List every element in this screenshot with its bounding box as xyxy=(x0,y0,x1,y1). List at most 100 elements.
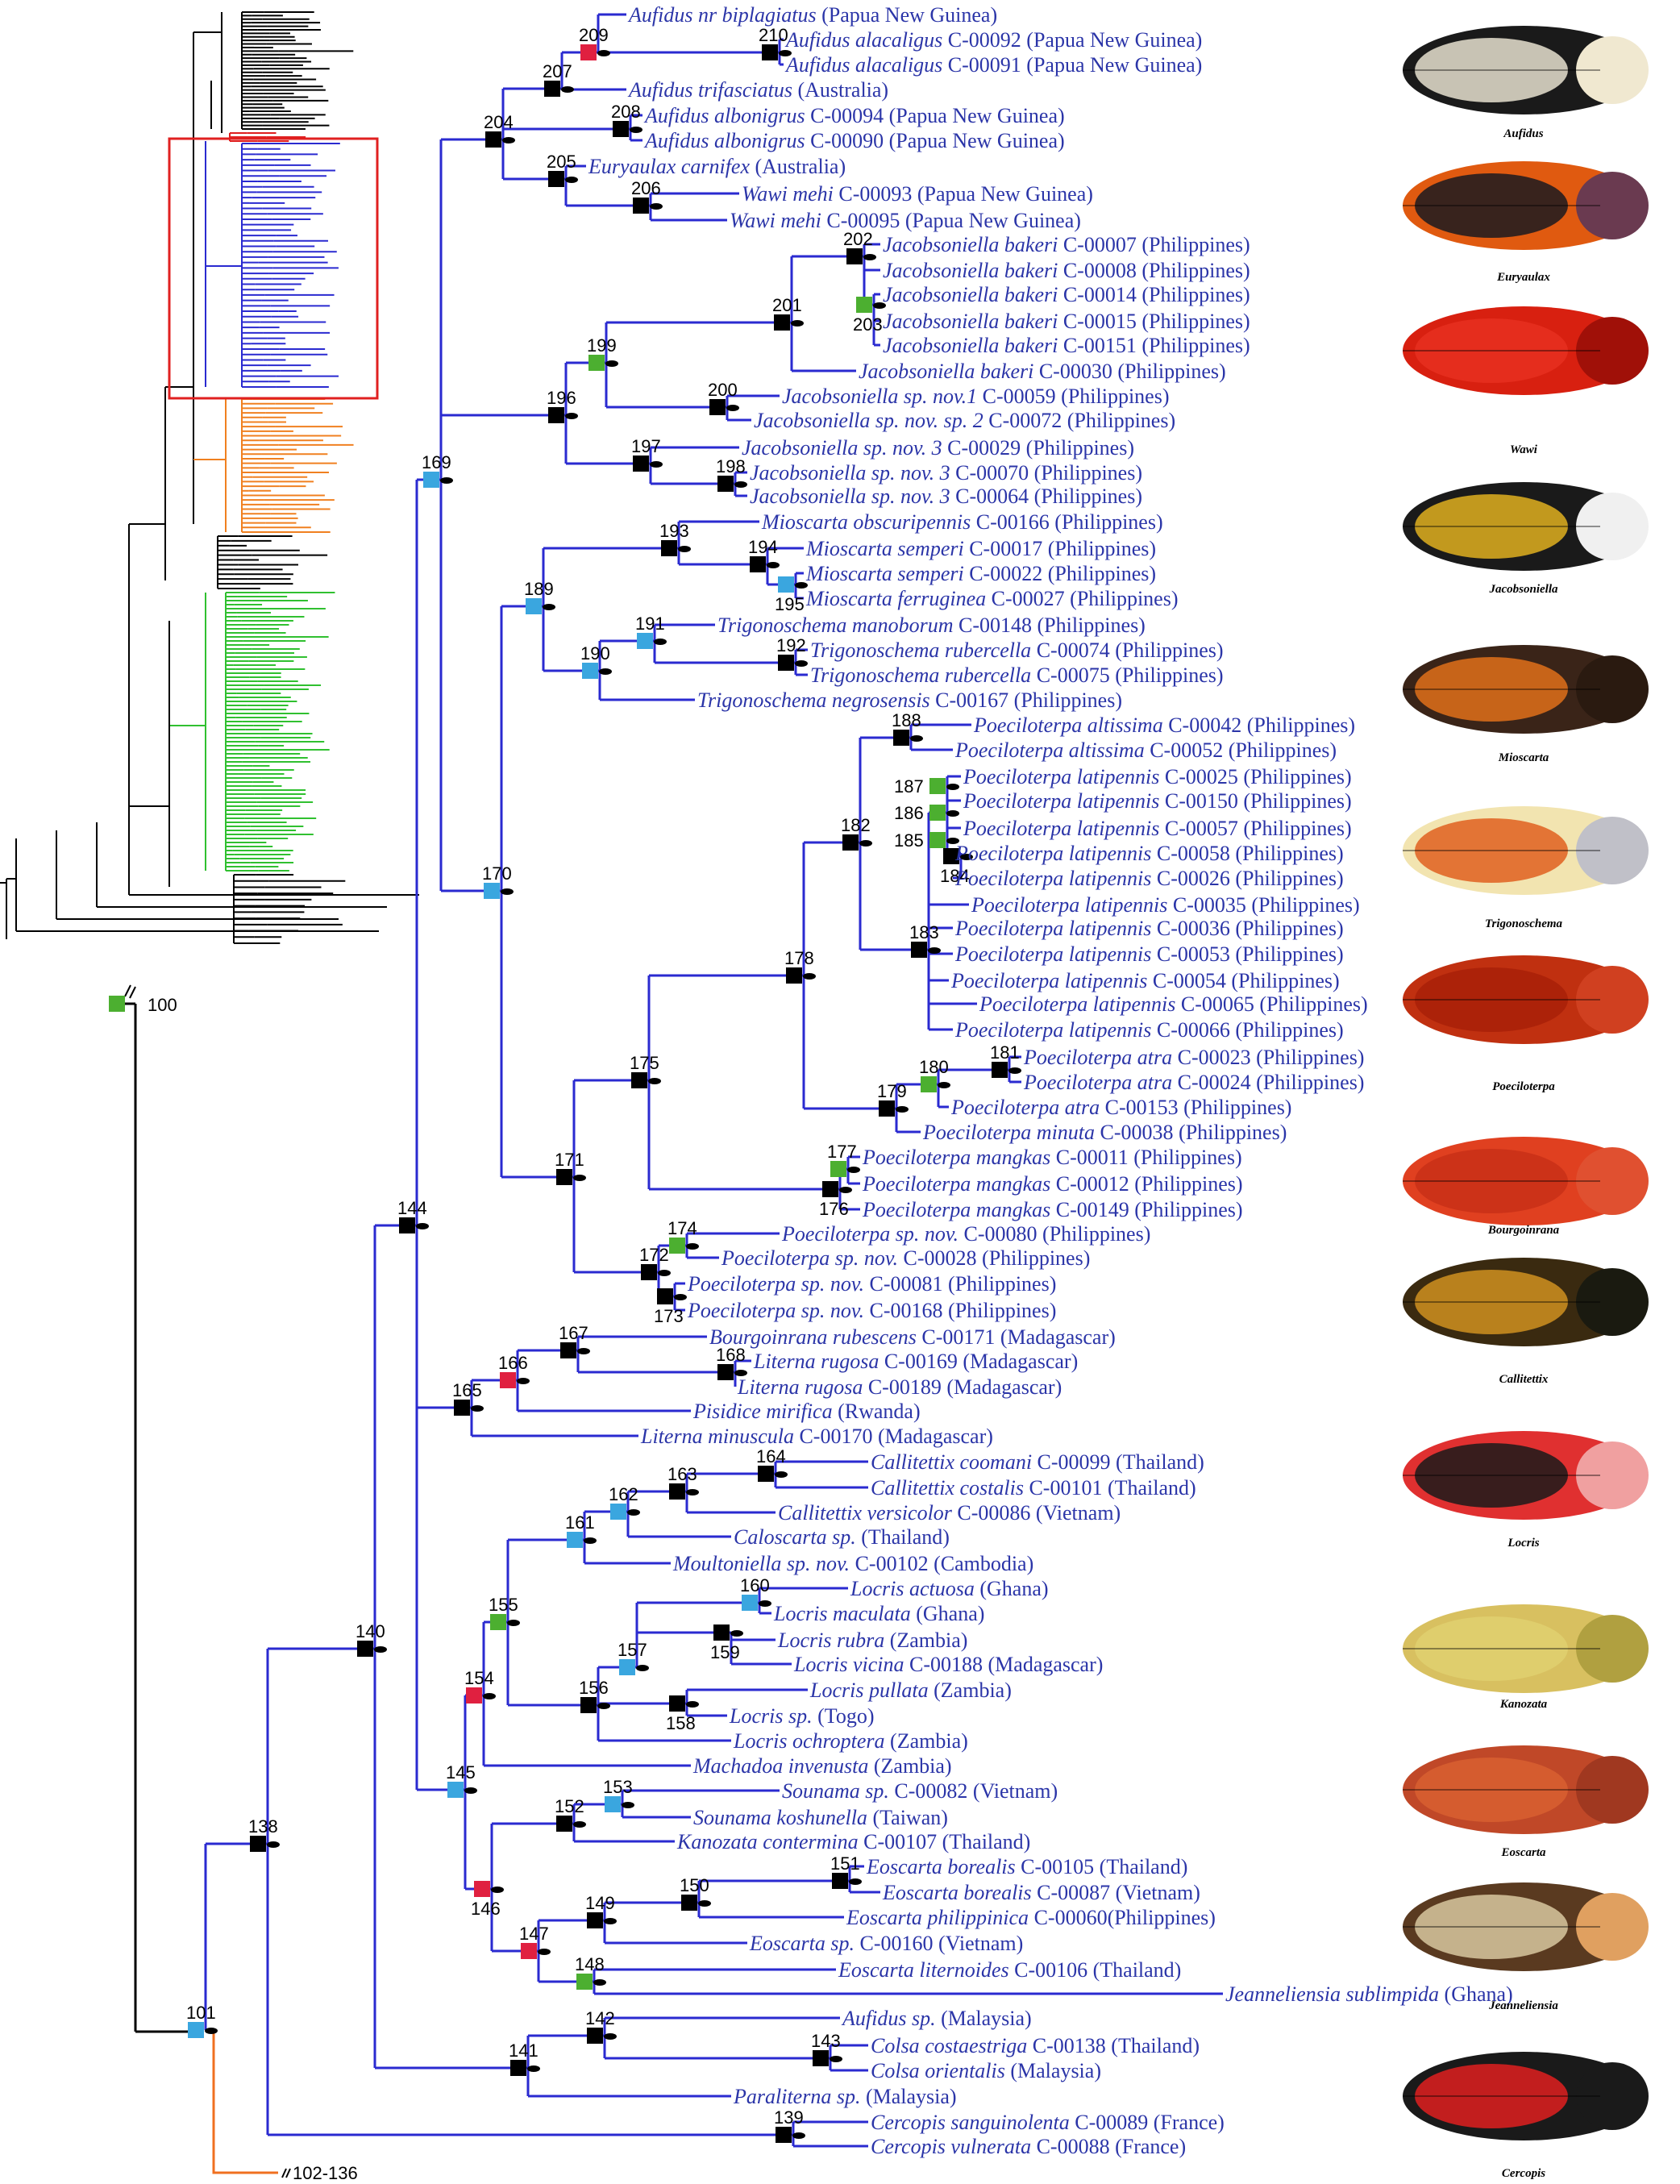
species-epithet: sp. nov. xyxy=(801,1272,864,1296)
node-dot xyxy=(791,320,804,327)
specimen-info: (Zambia) xyxy=(884,1629,967,1652)
specimen-info: (Malaysia) xyxy=(936,2007,1032,2030)
node-label: 163 xyxy=(667,1464,697,1484)
genus-name: Trigonoschema xyxy=(717,614,852,637)
specimen-info: (Australia) xyxy=(750,155,846,178)
photo-caption: Euryaulax xyxy=(1496,271,1550,284)
genus-name: Jacobsoniella xyxy=(742,436,863,460)
insect-wings xyxy=(1415,657,1568,722)
genus-name: Mioscarta xyxy=(761,510,853,534)
species-epithet: borealis xyxy=(963,1881,1031,1904)
specimen-info: C-00105 (Thailand) xyxy=(1016,1855,1188,1878)
species-epithet: vulnerata xyxy=(950,2135,1031,2158)
node-172: 172 xyxy=(639,1245,671,1280)
specimen-info: C-00024 (Philippines) xyxy=(1172,1071,1364,1094)
specimen-info: C-00090 (Papua New Guinea) xyxy=(805,129,1065,152)
specimen-info: (Papua New Guinea) xyxy=(817,3,998,27)
node-square xyxy=(879,1100,895,1117)
node-dot xyxy=(658,1270,671,1276)
species-epithet: maculata xyxy=(833,1602,911,1625)
taxon-label: Aufidus albonigrus C-00094 (Papua New Gu… xyxy=(643,104,1065,127)
species-epithet: sp. nov. xyxy=(787,1552,850,1575)
node-dot xyxy=(938,1082,950,1088)
node-162: 162 xyxy=(609,1484,640,1520)
node-144: 144 xyxy=(397,1198,429,1233)
specimen-info: C-00086 (Vietnam) xyxy=(952,1501,1121,1525)
node-square xyxy=(485,131,501,148)
node-square xyxy=(500,1372,516,1388)
specimen-info: C-00030 (Philippines) xyxy=(1033,360,1225,383)
genus-name: Jacobsoniella xyxy=(883,334,1004,357)
genus-name: Poeciloterpa xyxy=(781,1222,896,1246)
node-square xyxy=(822,1181,838,1197)
specimen-info: C-00074 (Philippines) xyxy=(1031,639,1223,662)
insect-head xyxy=(1576,966,1649,1034)
species-epithet: carnifex xyxy=(681,155,751,178)
node-dot xyxy=(946,810,959,817)
node-dot xyxy=(577,1348,590,1354)
species-epithet: philippinica xyxy=(925,1906,1029,1929)
specimen-info: C-00160 (Vietnam) xyxy=(855,1932,1023,1955)
insect-wings xyxy=(1415,1616,1568,1681)
taxon-label: Colsa orientalis (Malaysia) xyxy=(871,2059,1101,2082)
species-epithet: sp. nov. 3 xyxy=(871,485,950,508)
species-epithet: costalis xyxy=(960,1476,1024,1500)
node-dot xyxy=(795,660,808,667)
insect-wings xyxy=(1415,2064,1568,2128)
species-epithet: ochroptera xyxy=(792,1729,885,1753)
species-epithet: mangkas xyxy=(976,1172,1050,1196)
node-dot xyxy=(622,1802,634,1808)
node-label: 156 xyxy=(579,1678,609,1698)
specimen-info: C-00095 (Papua New Guinea) xyxy=(821,209,1081,232)
species-epithet: altissima xyxy=(1069,738,1145,762)
species-epithet: sp. xyxy=(912,2007,936,2030)
genus-name: Kanozata xyxy=(676,1830,763,1853)
node-dot xyxy=(686,1243,699,1250)
specimen-info: C-00026 (Philippines) xyxy=(1151,867,1343,890)
node-dot xyxy=(636,1665,649,1671)
node-square xyxy=(774,314,790,331)
taxon-label: Callitettix versicolor C-00086 (Vietnam) xyxy=(778,1501,1121,1525)
node-label: 190 xyxy=(580,643,610,664)
genus-name: Poeciloterpa xyxy=(954,917,1069,940)
specimen-info: (Zambia) xyxy=(929,1679,1012,1702)
species-epithet: bakeri xyxy=(1004,283,1058,306)
node-dot xyxy=(565,413,578,419)
taxon-label: Poeciloterpa sp. nov. C-00028 (Philippin… xyxy=(721,1246,1090,1270)
node-square xyxy=(742,1595,758,1611)
taxon-label: Poeciloterpa sp. nov. C-00081 (Philippin… xyxy=(687,1272,1056,1296)
node-label: 145 xyxy=(446,1762,476,1783)
taxon-label: Poeciloterpa atra C-00023 (Philippines) xyxy=(1023,1046,1364,1069)
specimen-photo-wawi: Wawi xyxy=(1403,306,1649,456)
node-label: 147 xyxy=(519,1924,549,1944)
node-square xyxy=(633,198,649,214)
species-epithet: rubercella xyxy=(945,664,1031,687)
node-204: 204 xyxy=(484,112,515,148)
node-label: 186 xyxy=(894,803,924,823)
species-epithet: atra xyxy=(1137,1046,1172,1069)
genus-name: Poeciloterpa xyxy=(687,1272,801,1296)
node-label: 166 xyxy=(498,1353,528,1373)
taxon-label: Jacobsoniella sp. nov. 3 C-00029 (Philip… xyxy=(742,436,1134,460)
node-label: 176 xyxy=(819,1199,849,1219)
node-141: 141 xyxy=(509,2040,540,2076)
species-epithet: sublimpida xyxy=(1345,1982,1439,2006)
node-square xyxy=(357,1641,373,1657)
taxon-label: Trigonoschema negrosensis C-00167 (Phili… xyxy=(697,688,1122,712)
genus-name: Colsa xyxy=(871,2034,925,2057)
node-dot xyxy=(896,1106,909,1113)
taxon-label: Poeciloterpa mangkas C-00149 (Philippine… xyxy=(862,1198,1243,1221)
node-185: 185 xyxy=(894,830,959,851)
node-square xyxy=(992,1062,1008,1078)
specimen-info: C-00087 (Vietnam) xyxy=(1032,1881,1200,1904)
taxon-label: Locris sp. (Togo) xyxy=(729,1704,874,1728)
node-label: 205 xyxy=(547,152,576,172)
genus-name: Jacobsoniella xyxy=(859,360,980,383)
node-200: 200 xyxy=(708,380,739,415)
node-label: 194 xyxy=(748,537,778,557)
node-dot xyxy=(630,127,642,133)
specimen-info: C-00075 (Philippines) xyxy=(1031,664,1223,687)
node-dot xyxy=(847,1167,860,1173)
node-label: 165 xyxy=(452,1380,482,1400)
